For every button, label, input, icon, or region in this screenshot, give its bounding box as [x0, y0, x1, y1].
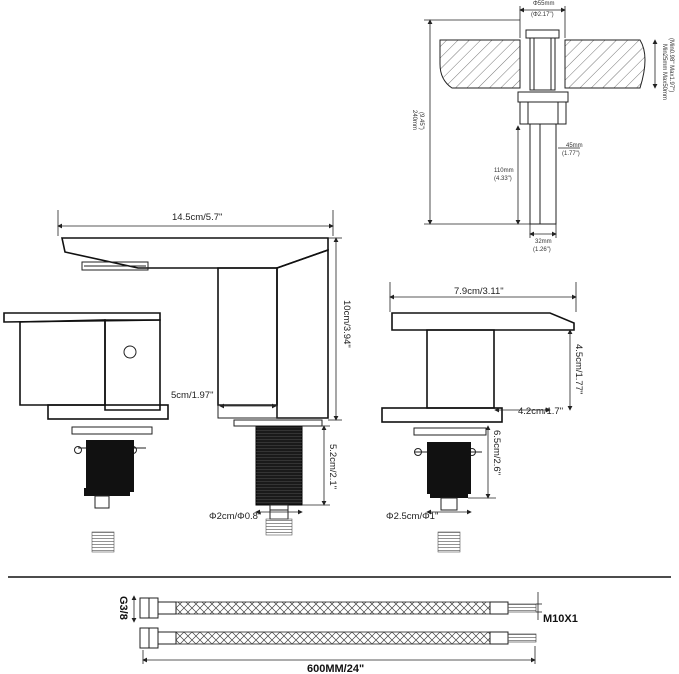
handle-shank-length-label: 6.5cm/2.6"	[491, 430, 502, 475]
left-handle-view	[3, 312, 169, 553]
hose-2	[139, 627, 537, 649]
top-flange	[525, 29, 560, 39]
hole-diameter-in-label: (Φ2.17")	[531, 12, 554, 18]
right-handle-base	[381, 407, 503, 423]
hose-1-braid	[175, 601, 491, 615]
right-handle-valve-body	[427, 442, 471, 494]
hose-length-label: 600MM/24"	[307, 663, 364, 674]
countertop-left-section	[439, 39, 521, 89]
hole-diameter-label: Φ55mm	[533, 1, 554, 7]
deck-thickness-label: Min25mm Max50mm	[661, 44, 667, 100]
spout-body	[217, 267, 278, 406]
mounting-nut-top	[517, 91, 569, 103]
hose-1	[139, 597, 537, 619]
right-handle-view: 7.9cm/3.11" 4.5cm/1.77" 4.2cm/1.7" 6.5cm…	[381, 282, 584, 553]
left-handle-valve-body	[86, 440, 134, 492]
installation-detail: Φ55mm (Φ2.17") Min25mm Max50mm (Min0.98"…	[411, 1, 674, 253]
spout-aerator	[81, 261, 149, 271]
hose-2-braid	[175, 631, 491, 645]
nut-width-in-label: (1.77")	[562, 151, 580, 157]
spout-base-width-label: 5cm/1.97"	[171, 390, 213, 401]
deck-thickness-in-label: (Min0.98" Max1.97")	[668, 38, 674, 92]
shank-length-label: 110mm	[494, 168, 514, 174]
handle-shank-diameter-label: Φ2.5cm/Φ1"	[386, 511, 438, 522]
shank-width-label: 32mm	[535, 239, 552, 245]
spout-base-plate	[233, 419, 323, 427]
spout-shank-diameter-label: Φ2cm/Φ0.8"	[209, 511, 261, 522]
total-height-label: 240mm	[411, 110, 417, 130]
countertop-right-section	[564, 39, 646, 89]
shank-pipe	[529, 123, 557, 225]
inlet-thread-label: G3/8	[117, 596, 129, 620]
right-handle-lever	[391, 312, 575, 331]
spout-view: 14.5cm/5.7" 10cm/3.94" 5cm/1.97" 5.2cm/2…	[57, 210, 352, 536]
hose-section: G3/8 M10X1 600MM/24"	[8, 576, 671, 674]
outlet-thread-label: M10X1	[543, 613, 578, 625]
mounting-nut	[519, 101, 567, 125]
shank-length-in-label: (4.33")	[494, 176, 512, 182]
right-handle-body	[426, 329, 495, 409]
handle-height-label: 4.5cm/1.77"	[573, 344, 584, 394]
handle-base-width-label: 4.2cm/1.7"	[518, 406, 563, 417]
total-height-in-label: (9.45")	[418, 112, 424, 130]
left-handle-indicator	[123, 345, 137, 359]
deck-pass-through	[529, 37, 556, 91]
spout-outlet-thread	[265, 518, 293, 536]
left-handle-base	[47, 404, 169, 420]
left-handle-outlet	[91, 531, 115, 553]
right-handle-outlet	[437, 531, 461, 553]
spout-height-label: 10cm/3.94"	[341, 300, 352, 348]
left-handle-body	[104, 319, 161, 411]
spout-length-label: 14.5cm/5.7"	[172, 212, 222, 223]
spout-body-side	[276, 248, 329, 419]
nut-width-label: 45mm	[566, 143, 583, 149]
shank-width-in-label: (1.26")	[533, 247, 551, 253]
handle-length-label: 7.9cm/3.11"	[454, 286, 504, 297]
spout-shank-length-label: 5.2cm/2.1"	[327, 444, 338, 489]
